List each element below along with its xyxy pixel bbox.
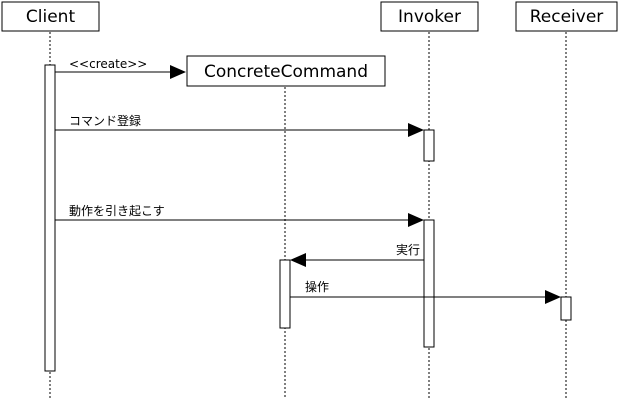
execute-message-label: 実行 bbox=[396, 242, 420, 257]
invoker-label: Invoker bbox=[398, 7, 461, 27]
concrete-command-label: ConcreteCommand bbox=[204, 62, 368, 82]
execute-message: 実行 bbox=[290, 242, 424, 267]
client-activation bbox=[44, 64, 56, 372]
invoker-participant: Invoker bbox=[380, 1, 479, 32]
client-label: Client bbox=[26, 7, 76, 27]
create-message: <<create>> bbox=[55, 57, 186, 79]
invoker-activation-trigger bbox=[423, 219, 435, 348]
client-participant: Client bbox=[1, 1, 100, 32]
receiver-label: Receiver bbox=[530, 7, 604, 27]
arrowhead-icon bbox=[408, 213, 424, 227]
trigger-action-message-label: 動作を引き起こす bbox=[69, 204, 165, 218]
operation-message-label: 操作 bbox=[305, 279, 329, 294]
register-command-message: コマンド登録 bbox=[55, 113, 424, 137]
create-message-label: <<create>> bbox=[69, 57, 147, 71]
arrowhead-icon bbox=[545, 290, 561, 304]
receiver-participant: Receiver bbox=[515, 1, 618, 32]
concrete-command-activation bbox=[279, 259, 291, 329]
invoker-activation-register bbox=[423, 129, 435, 162]
arrowhead-icon bbox=[408, 123, 424, 137]
trigger-action-message: 動作を引き起こす bbox=[55, 204, 424, 227]
arrowhead-icon bbox=[290, 253, 306, 267]
concrete-command-participant: ConcreteCommand bbox=[186, 55, 386, 87]
register-command-message-label: コマンド登録 bbox=[69, 113, 141, 128]
receiver-activation bbox=[560, 296, 572, 321]
operation-message: 操作 bbox=[290, 279, 561, 304]
arrowhead-icon bbox=[170, 65, 186, 79]
